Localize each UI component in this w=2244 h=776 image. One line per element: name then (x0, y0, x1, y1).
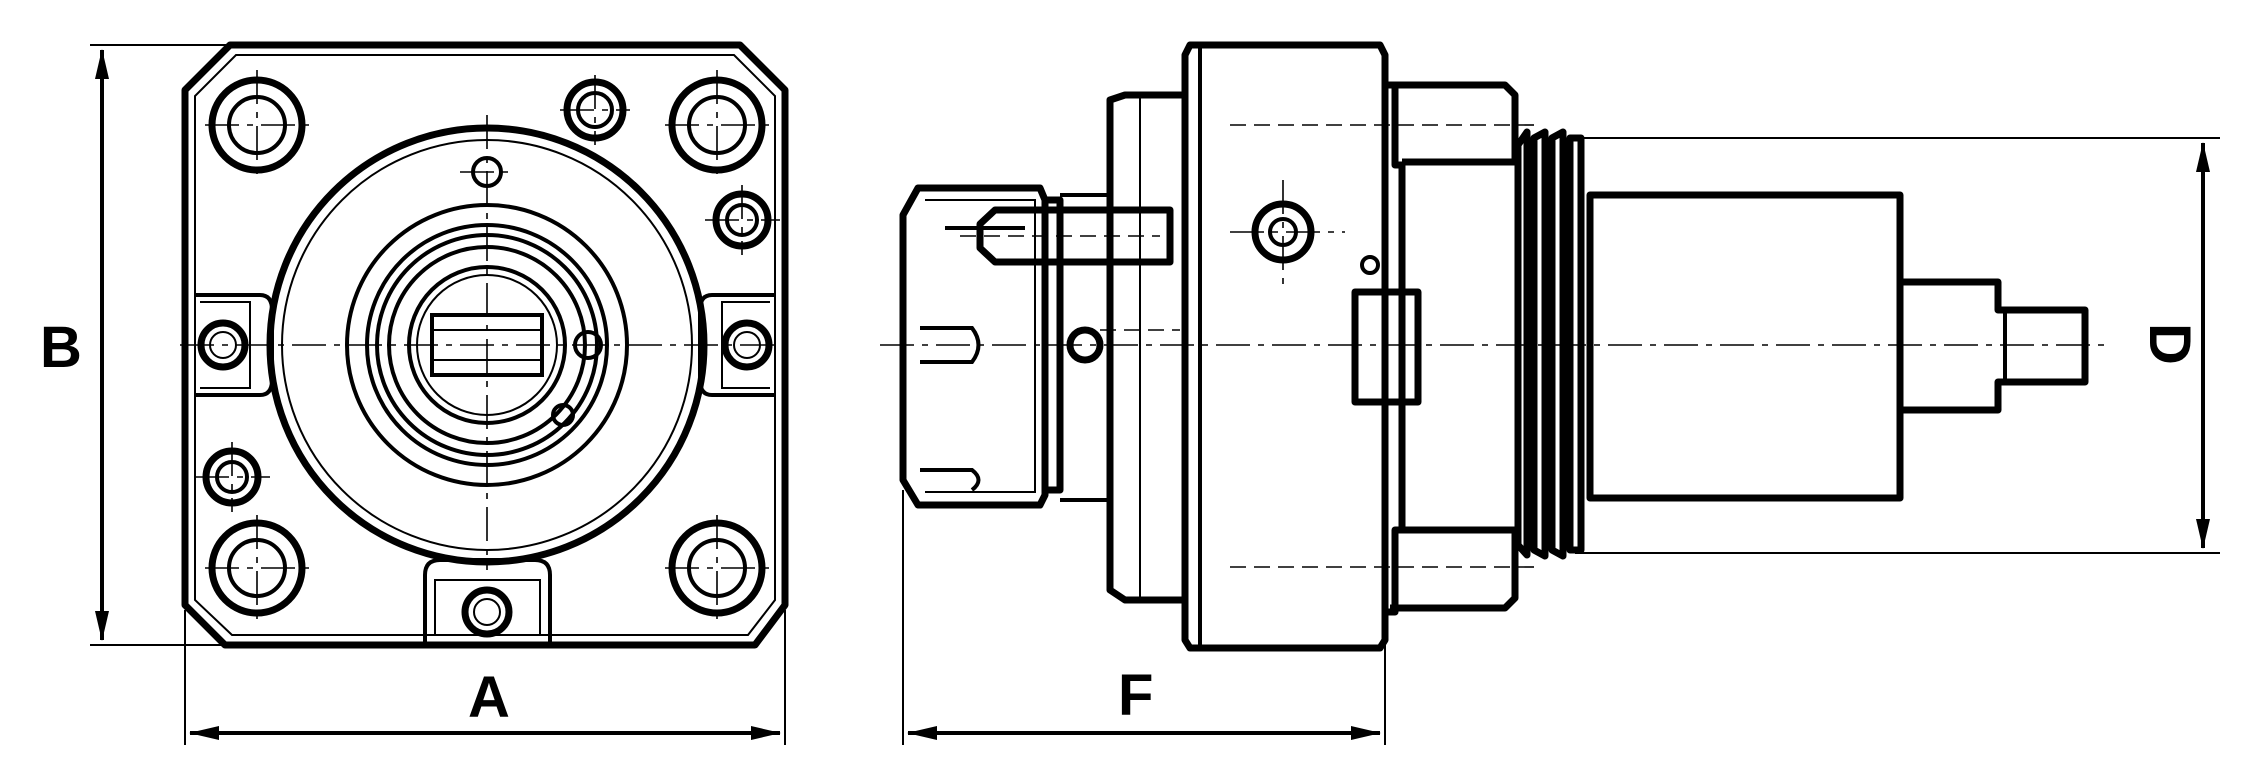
front-view: B A (40, 41, 795, 745)
drive-pin (976, 206, 1174, 266)
bottom-clamp-pad-inner (434, 579, 541, 635)
nut-slot-bottom (920, 468, 981, 492)
collet-nut-inner (925, 199, 1036, 493)
back-plate (1385, 81, 1406, 616)
top-drive-lug (1390, 81, 1519, 166)
thread-ring-3 (1548, 128, 1567, 560)
bottom-drive-lug (1390, 526, 1519, 612)
thread-ring-1 (1514, 128, 1531, 559)
dim-b-label: B (40, 315, 82, 380)
shank-step (1900, 278, 2089, 414)
shank-body (1586, 191, 1904, 502)
thread-ring-2 (1530, 128, 1549, 560)
front-plate-outline (181, 41, 789, 649)
collet-screw-lower (551, 403, 575, 427)
thread-ring-4 (1566, 134, 1585, 554)
main-body-block (1181, 41, 1389, 652)
dim-a-label: A (468, 665, 510, 730)
flange-step (1106, 91, 1189, 604)
dim-f-label: F (1118, 663, 1153, 728)
dim-d-label: D (2137, 323, 2202, 365)
collet-center-slot (430, 313, 544, 377)
side-view: D F (880, 41, 2220, 745)
front-plate-inner-edge (194, 54, 776, 636)
body-key (1351, 288, 1422, 406)
collet-nut-outline (899, 184, 1049, 509)
body-small-hole (1360, 255, 1380, 275)
socket-screw-bottom (461, 586, 513, 638)
